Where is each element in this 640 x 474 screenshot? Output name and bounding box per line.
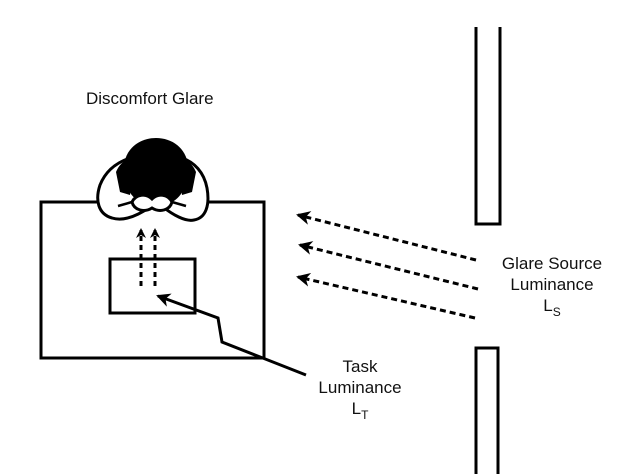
task-luminance-arrow xyxy=(156,293,307,377)
glare-source-label: Glare Source Luminance LS xyxy=(482,253,622,319)
task-subscript: T xyxy=(361,408,369,422)
diagram-title: Discomfort Glare xyxy=(86,89,214,108)
person-hands xyxy=(130,193,174,212)
glare-arrow-2 xyxy=(298,241,479,291)
task-label-line1: Task xyxy=(342,357,378,376)
glare-arrow-3 xyxy=(296,272,476,320)
task-label-symbol: LT xyxy=(300,398,420,422)
glare-subscript: S xyxy=(552,305,561,319)
glare-symbol: L xyxy=(543,296,553,315)
glare-label-line2: Luminance xyxy=(510,275,594,294)
task-symbol: L xyxy=(351,399,362,418)
person-figure xyxy=(96,138,210,222)
person-head xyxy=(123,138,189,203)
task-luminance-label: Task Luminance LT xyxy=(300,356,420,422)
glare-arrow-1 xyxy=(296,211,477,262)
window-jamb-lower xyxy=(474,346,500,474)
person-shoulders xyxy=(116,158,196,195)
window-jamb-upper xyxy=(474,27,502,226)
glare-label-line1: Glare Source xyxy=(501,254,603,273)
task-label-line2: Luminance xyxy=(318,378,402,397)
glare-label-symbol: LS xyxy=(482,295,622,319)
